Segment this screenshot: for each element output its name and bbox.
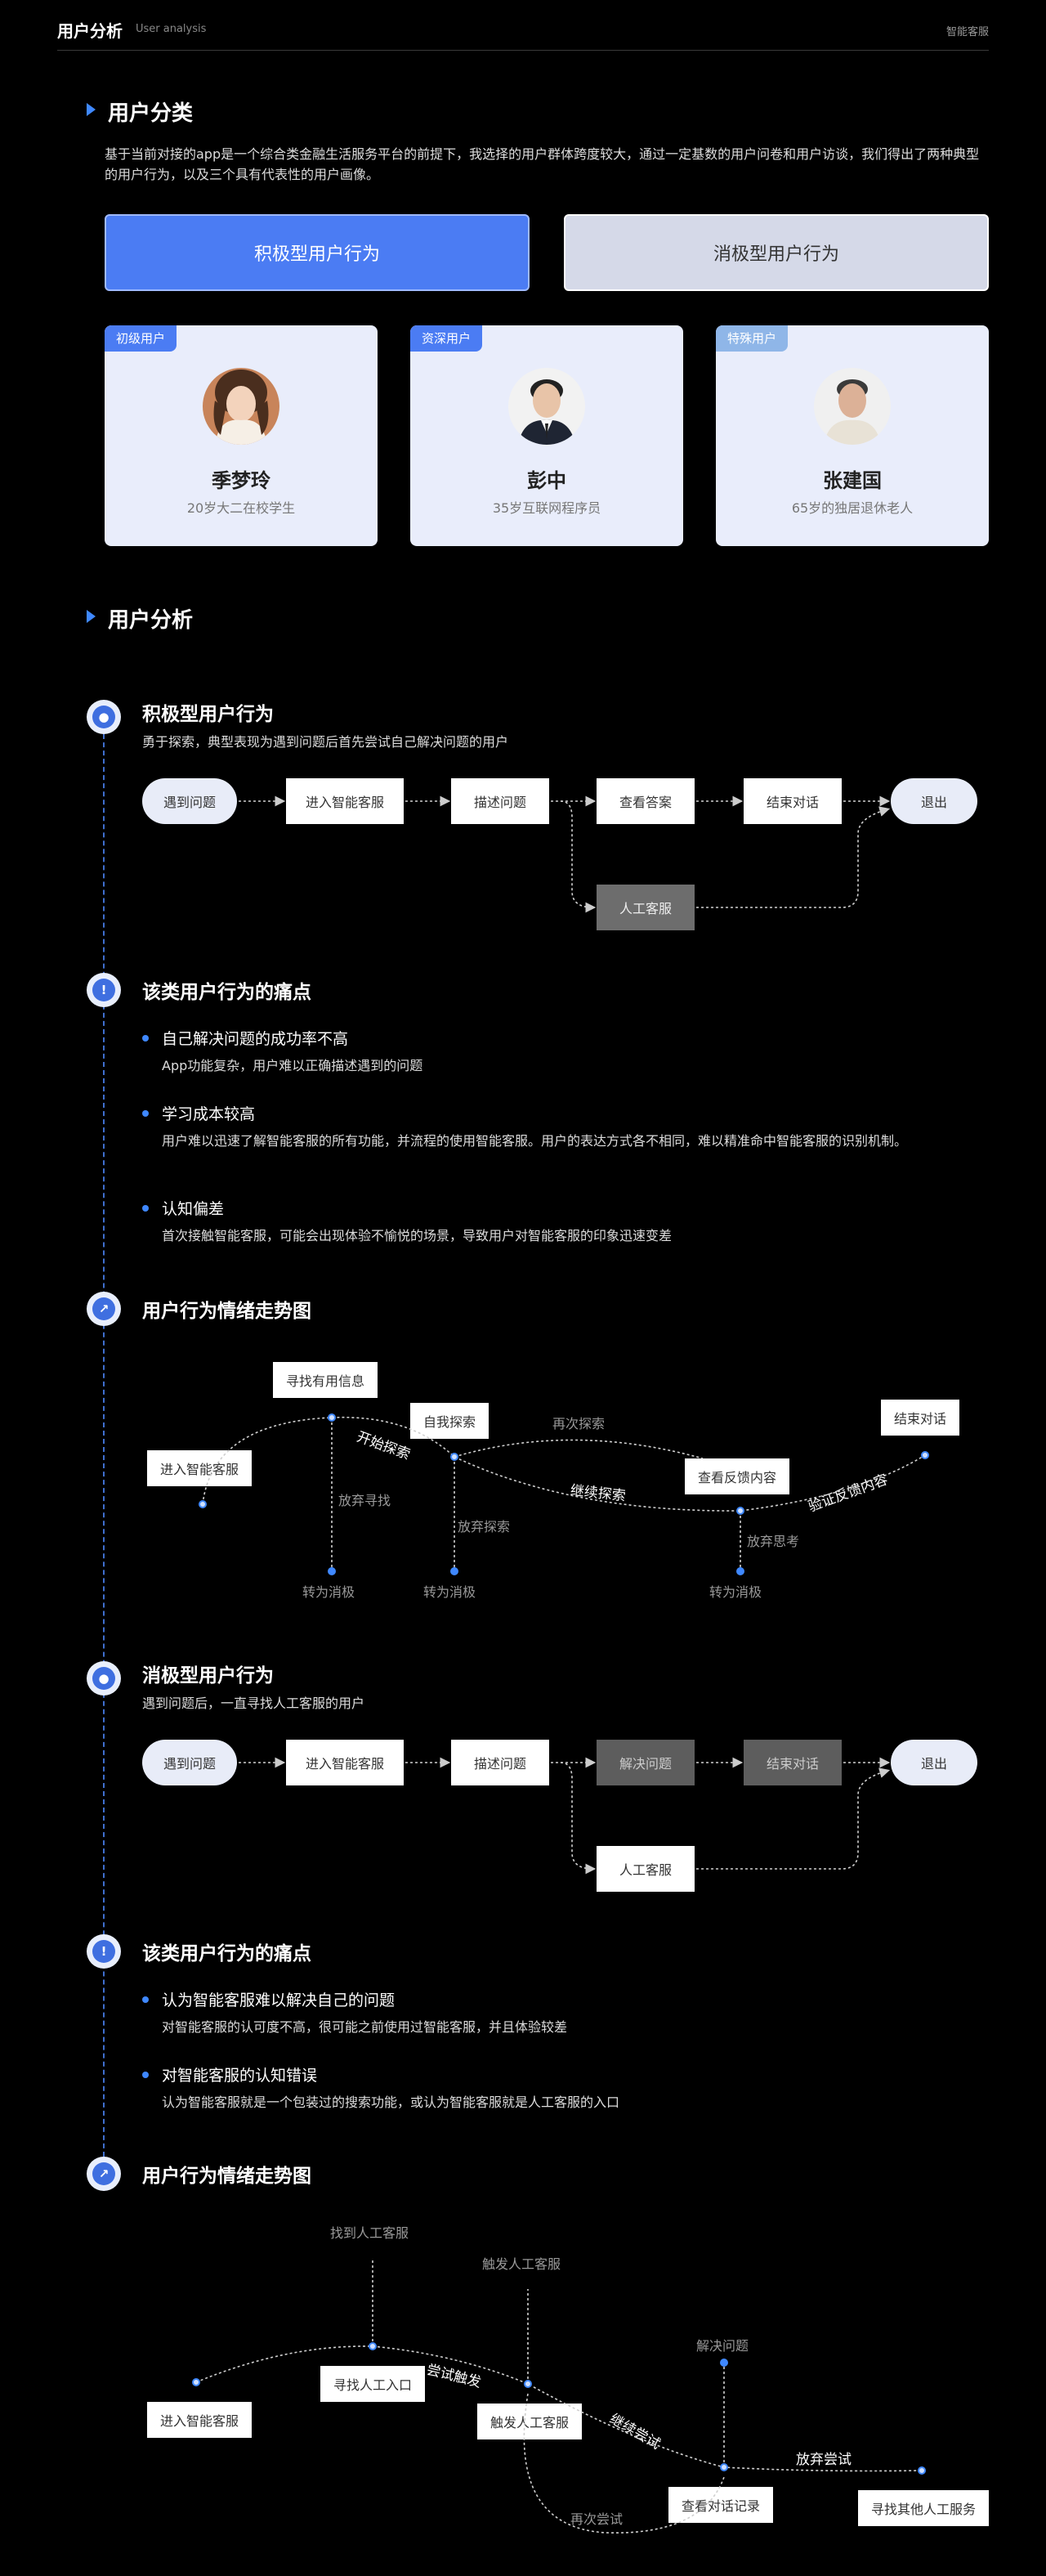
users-icon: ● xyxy=(87,1661,121,1696)
curve-label: 放弃尝试 xyxy=(796,2452,852,2468)
persona-tag: 资深用户 xyxy=(410,325,483,352)
gray-label: 触发人工客服 xyxy=(482,2256,561,2272)
pain-item: 认知偏差 首次接触智能客服，可能会出现体验不愉悦的场景，导致用户对智能客服的印象… xyxy=(162,1200,673,1243)
flow-node-end: 退出 xyxy=(891,1740,977,1785)
avatar xyxy=(508,368,585,445)
flow-node-disabled: 结束对话 xyxy=(744,1740,842,1785)
avatar xyxy=(814,368,891,445)
flow-node: 结束对话 xyxy=(744,778,842,824)
positive-title: 积极型用户行为 xyxy=(142,704,274,725)
gray-label: 再次探索 xyxy=(552,1416,606,1431)
pain-item: 对智能客服的认知错误 认为智能客服就是一个包装过的搜索功能，或认为智能客服就是人… xyxy=(162,2067,620,2110)
emotion-box: 寻找其他人工服务 xyxy=(858,2490,990,2526)
persona-tag: 初级用户 xyxy=(105,325,177,352)
flow-node: 描述问题 xyxy=(451,778,549,824)
gray-label: 解决问题 xyxy=(696,2338,749,2354)
negative-title: 消极型用户行为 xyxy=(142,1665,274,1687)
persona-card-1[interactable]: 初级用户 季梦玲 20岁大二在校学生 xyxy=(105,325,378,546)
positive-subtitle: 勇于探索，典型表现为遇到问题后首先尝试自己解决问题的用户 xyxy=(142,734,509,750)
gray-label: 找到人工客服 xyxy=(330,2225,409,2241)
persona-name: 彭中 xyxy=(527,469,566,492)
persona-desc: 65岁的独居退休老人 xyxy=(791,500,914,516)
bullet-icon xyxy=(142,1996,149,2003)
warning-icon: ! xyxy=(87,1934,121,1969)
persona-card-3[interactable]: 特殊用户 张建国 65岁的独居退休老人 xyxy=(716,325,989,546)
gray-label: 放弃思考 xyxy=(747,1534,800,1549)
section-title-classification: 用户分类 xyxy=(108,101,194,126)
section-title-analysis: 用户分析 xyxy=(108,608,194,633)
end-label: 转为消极 xyxy=(709,1584,762,1600)
pain-item: 认为智能客服难以解决自己的问题 对智能客服的认可度不高，很可能之前使用过智能客服… xyxy=(162,1991,568,2035)
flow-node-end: 退出 xyxy=(891,778,977,824)
tab-negative-behavior[interactable]: 消极型用户行为 xyxy=(564,214,989,291)
persona-tag: 特殊用户 xyxy=(716,325,789,352)
timeline-line xyxy=(103,718,105,2173)
tab-positive-behavior[interactable]: 积极型用户行为 xyxy=(105,214,530,291)
bullet-icon xyxy=(142,1035,149,1042)
flow-node: 进入智能客服 xyxy=(286,1740,404,1785)
persona-card-2[interactable]: 资深用户 彭中 35岁互联网程序员 xyxy=(410,325,683,546)
avatar xyxy=(203,368,279,445)
pain-item: 学习成本较高 用户难以迅速了解智能客服的所有功能，并流程的使用智能客服。用户的表… xyxy=(162,1105,908,1149)
flow-node-manual: 人工客服 xyxy=(597,885,695,930)
negative-emotion-title: 用户行为情绪走势图 xyxy=(142,2166,311,2187)
negative-pain-title: 该类用户行为的痛点 xyxy=(142,1943,311,1964)
flow-node: 进入智能客服 xyxy=(286,778,404,824)
bullet-icon xyxy=(142,1110,149,1117)
positive-pain-title: 该类用户行为的痛点 xyxy=(142,982,311,1003)
negative-subtitle: 遇到问题后，一直寻找人工客服的用户 xyxy=(142,1696,365,1711)
gray-label: 再次尝试 xyxy=(570,2511,624,2527)
flow-node-manual: 人工客服 xyxy=(597,1846,695,1892)
users-icon: ● xyxy=(87,700,121,734)
section-marker-icon xyxy=(87,103,96,116)
project-name: 智能客服 xyxy=(945,26,989,38)
bullet-icon xyxy=(142,2072,149,2078)
emotion-box: 触发人工客服 xyxy=(477,2404,583,2439)
flow-node-disabled: 解决问题 xyxy=(597,1740,695,1785)
emotion-box: 进入智能客服 xyxy=(147,2402,253,2438)
end-label: 转为消极 xyxy=(423,1584,476,1600)
flow-node-start: 遇到问题 xyxy=(142,778,237,824)
emotion-box: 寻找有用信息 xyxy=(273,1362,378,1398)
gray-label: 放弃寻找 xyxy=(338,1493,391,1508)
top-bar: 用户分析 User analysis 智能客服 xyxy=(57,0,989,51)
flow-node-start: 遇到问题 xyxy=(142,1740,237,1785)
page-title: 用户分析 xyxy=(57,21,123,41)
emotion-box: 自我探索 xyxy=(410,1403,489,1439)
persona-name: 季梦玲 xyxy=(212,469,270,492)
emotion-box: 查看反馈内容 xyxy=(685,1458,790,1494)
section-intro: 基于当前对接的app是一个综合类金融生活服务平台的前提下，我选择的用户群体跨度较… xyxy=(105,146,980,182)
section-marker-icon xyxy=(87,610,96,623)
warning-icon: ! xyxy=(87,973,121,1007)
flow-node: 描述问题 xyxy=(451,1740,549,1785)
positive-emotion-title: 用户行为情绪走势图 xyxy=(142,1301,311,1322)
emotion-box: 寻找人工入口 xyxy=(320,2366,426,2402)
emotion-box: 查看对话记录 xyxy=(668,2487,774,2523)
page-subtitle: User analysis xyxy=(136,23,207,35)
persona-desc: 20岁大二在校学生 xyxy=(186,500,296,516)
bullet-icon xyxy=(142,1205,149,1212)
pain-item: 自己解决问题的成功率不高 App功能复杂，用户难以正确描述遇到的问题 xyxy=(162,1030,423,1073)
chart-icon: ↗ xyxy=(87,2157,121,2191)
gray-label: 放弃探索 xyxy=(458,1519,511,1534)
emotion-box: 结束对话 xyxy=(881,1400,960,1436)
emotion-box: 进入智能客服 xyxy=(147,1450,253,1486)
end-label: 转为消极 xyxy=(302,1584,355,1600)
persona-desc: 35岁互联网程序员 xyxy=(492,500,601,516)
chart-icon: ↗ xyxy=(87,1292,121,1326)
flow-node: 查看答案 xyxy=(597,778,695,824)
persona-name: 张建国 xyxy=(823,469,882,492)
